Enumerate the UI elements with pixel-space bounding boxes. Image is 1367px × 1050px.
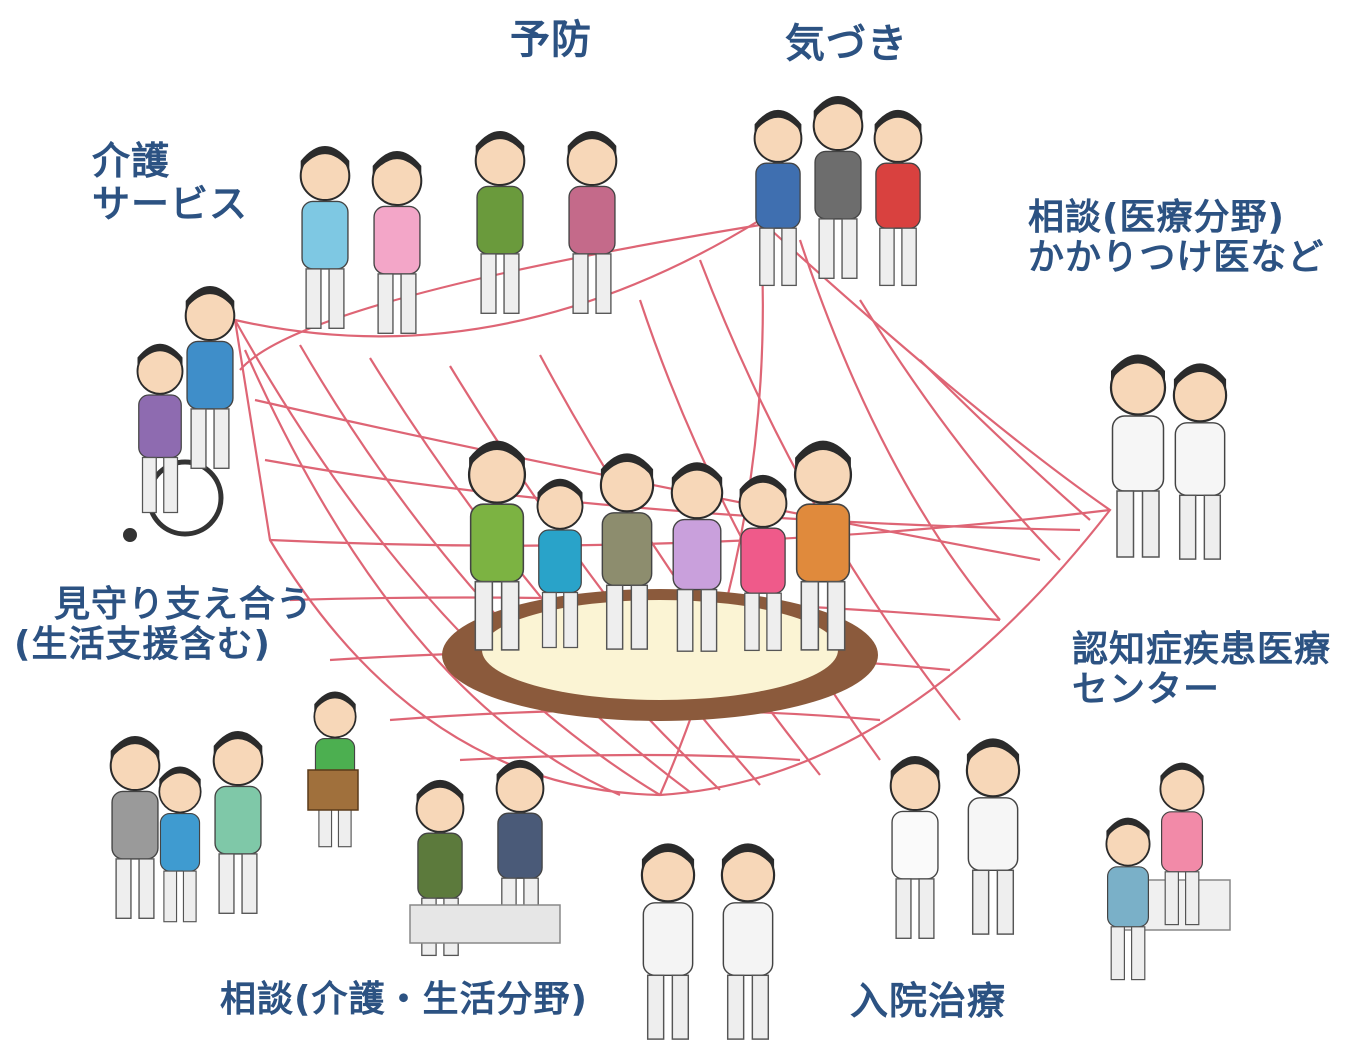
- label-ninchisho-line2: センター: [1072, 669, 1221, 711]
- label-mimamori-line2: (生活支援含む): [14, 624, 271, 666]
- medical-staff-icon: [640, 842, 776, 1041]
- label-mimamori: 見守り支え合う (生活支援含む): [14, 584, 314, 666]
- label-kaigo-service: 介護 サービス: [92, 140, 248, 225]
- label-iryo-soudan: 相談(医療分野) かかりつけ医など: [1028, 197, 1325, 279]
- dementia-center-consult-icon: [1105, 761, 1231, 981]
- exercising-seniors-icon: [474, 130, 618, 315]
- label-ninchisho-center: 認知症疾患医療 センター: [1072, 629, 1332, 711]
- caregiver-staff-icon: [299, 145, 423, 335]
- label-iryo-soudan-line1: 相談(医療分野): [1028, 197, 1285, 238]
- label-kizuki: 気づき: [785, 21, 908, 67]
- label-ninchisho-line1: 認知症疾患医療: [1072, 629, 1332, 670]
- label-kaigo-line1: 介護: [92, 139, 171, 183]
- label-kaigo-line2: サービス: [92, 181, 249, 226]
- delivery-person-icon: [307, 690, 359, 848]
- doctors-icon: [1109, 353, 1228, 561]
- community-neighbors-icon: [109, 730, 264, 923]
- cheering-people-icon: [753, 95, 923, 287]
- label-iryo-soudan-line2: かかりつけ医など: [1028, 237, 1325, 279]
- consultation-desk-icon: [409, 758, 561, 957]
- label-yobou: 予防: [510, 17, 592, 63]
- label-nyuin: 入院治療: [850, 979, 1007, 1023]
- nurse-doctor-icon: [889, 737, 1021, 940]
- wheelchair-care-icon: [123, 285, 236, 542]
- label-kaigo-soudan: 相談(介護・生活分野): [220, 979, 588, 1020]
- label-mimamori-line1: 見守り支え合う: [54, 584, 314, 625]
